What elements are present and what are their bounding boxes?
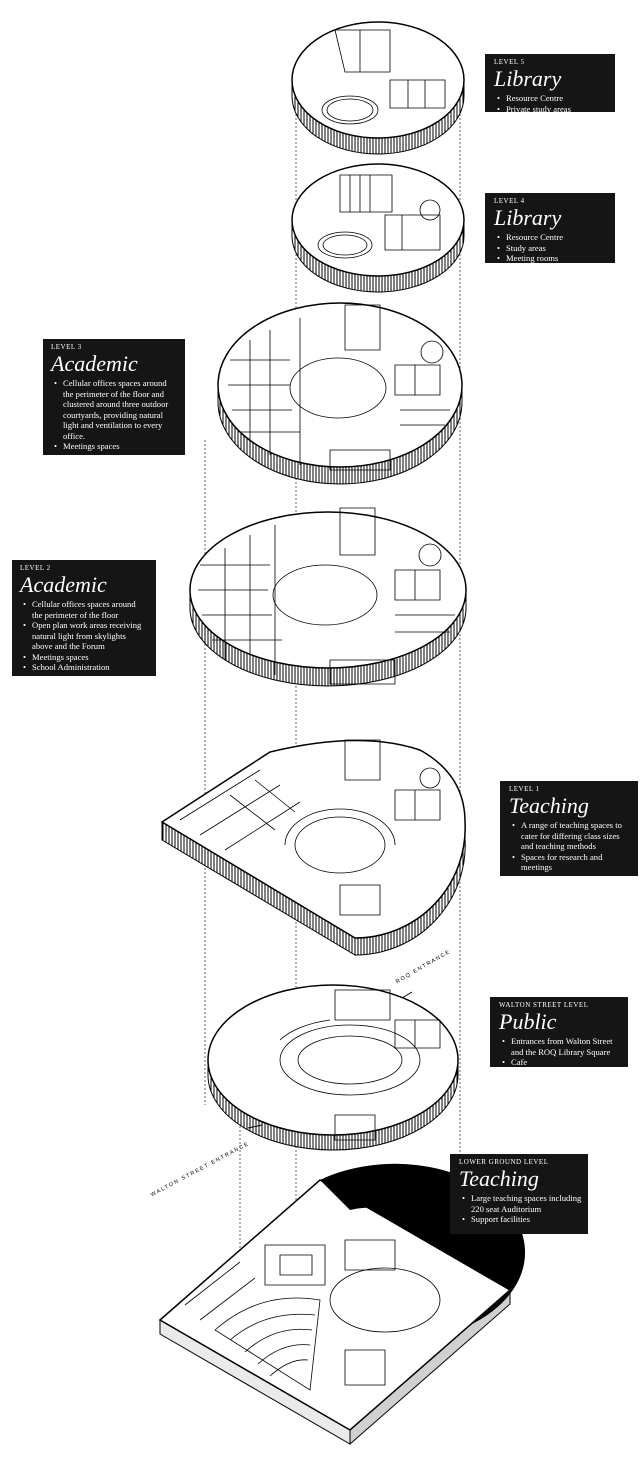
level3-label: LEVEL 3 Academic Cellular offices spaces… [43, 339, 185, 455]
level4-plate [291, 163, 465, 293]
level3-plate [217, 302, 463, 485]
lower-ground-item: Support facilities [462, 1214, 582, 1225]
level1-level: LEVEL 1 [509, 785, 540, 793]
lower-ground-level: LOWER GROUND LEVEL [459, 1158, 549, 1166]
level1-label: LEVEL 1 Teaching A range of teaching spa… [500, 781, 638, 876]
walton-level: WALTON STREET LEVEL [499, 1001, 589, 1009]
level5-plate [291, 21, 465, 155]
level4-title: Library [494, 205, 562, 230]
level1-item: A range of teaching spaces to cater for … [512, 820, 632, 852]
walton-label: WALTON STREET LEVEL Public Entrances fro… [490, 997, 628, 1067]
level3-title: Academic [51, 351, 138, 376]
level3-item: Cellular offices spaces around the perim… [54, 378, 177, 441]
level5-item: Resource Centre [497, 93, 609, 104]
level2-item: Cellular offices spaces around the perim… [23, 599, 148, 620]
level3-items: Cellular offices spaces around the perim… [51, 378, 177, 452]
walton-title: Public [499, 1009, 557, 1034]
walton-plate [207, 984, 459, 1151]
level5-items: Resource Centre Private study areas [494, 93, 609, 114]
lower-ground-label: LOWER GROUND LEVEL Teaching Large teachi… [450, 1154, 588, 1234]
walton-item: Entrances from Walton Street and the ROQ… [502, 1036, 622, 1057]
level1-title: Teaching [509, 793, 589, 818]
lower-ground-title: Teaching [459, 1166, 539, 1191]
level4-label: LEVEL 4 Library Resource Centre Study ar… [485, 193, 615, 263]
level4-level: LEVEL 4 [494, 197, 525, 205]
level5-item: Private study areas [497, 104, 609, 115]
level2-label: LEVEL 2 Academic Cellular offices spaces… [12, 560, 156, 676]
level3-level: LEVEL 3 [51, 343, 82, 351]
lower-ground-items: Large teaching spaces including 220 seat… [459, 1193, 582, 1225]
level2-item: Open plan work areas receiving natural l… [23, 620, 148, 652]
level4-items: Resource Centre Study areas Meeting room… [494, 232, 609, 264]
level2-level: LEVEL 2 [20, 564, 51, 572]
level3-item: Meetings spaces [54, 441, 177, 452]
level1-items: A range of teaching spaces to cater for … [509, 820, 632, 873]
level2-item: Meetings spaces [23, 652, 148, 663]
level2-title: Academic [20, 572, 107, 597]
level2-item: School Administration [23, 662, 148, 673]
level4-item: Resource Centre [497, 232, 609, 243]
level5-label: LEVEL 5 Library Resource Centre Private … [485, 54, 615, 114]
walton-items: Entrances from Walton Street and the ROQ… [499, 1036, 622, 1068]
level5-level: LEVEL 5 [494, 58, 525, 66]
level2-items: Cellular offices spaces around the perim… [20, 599, 148, 673]
level4-item: Meeting rooms [497, 253, 609, 264]
level2-plate [189, 507, 467, 687]
level5-title: Library [494, 66, 562, 91]
level4-item: Study areas [497, 243, 609, 254]
level1-plate [160, 739, 466, 956]
walton-item: Cafe [502, 1057, 622, 1068]
lower-ground-item: Large teaching spaces including 220 seat… [462, 1193, 582, 1214]
level1-item: Spaces for research and meetings [512, 852, 632, 873]
